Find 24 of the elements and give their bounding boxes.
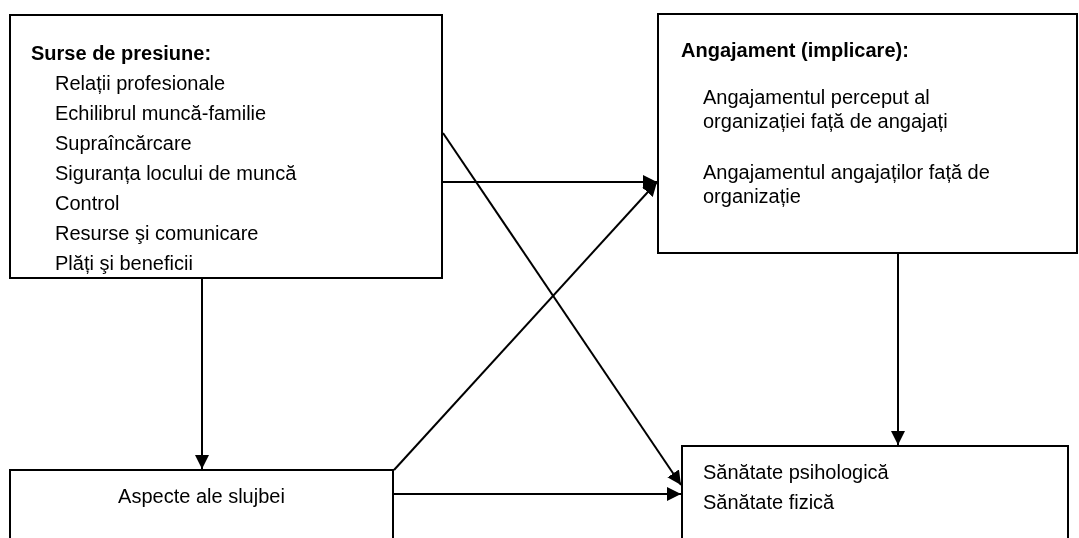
- arrow: [891, 253, 905, 446]
- node-text: Supraîncărcare: [55, 131, 192, 156]
- heading: Angajament (implicare):: [681, 38, 909, 63]
- node-text: Resurse şi comunicare: [55, 221, 259, 246]
- arrow: [393, 487, 682, 501]
- node-text: Angajamentul angajaților față de organizație: [703, 160, 991, 208]
- process-box: [657, 13, 1078, 254]
- process-box: [9, 14, 443, 279]
- arrow: [442, 132, 682, 486]
- heading: Surse de presiune:: [31, 41, 212, 66]
- process-box: [681, 445, 1069, 538]
- arrow: [442, 175, 658, 189]
- process-box: [9, 469, 394, 538]
- arrow: [393, 181, 658, 471]
- node-text: Plăți şi beneficii: [55, 251, 193, 276]
- node-text: Aspecte ale slujbei: [117, 484, 286, 509]
- node-text: Relații profesionale: [55, 71, 226, 96]
- node-text: Control: [55, 191, 120, 216]
- node-text: Echilibrul muncă-familie: [55, 101, 267, 126]
- node-text: Sănătate psihologică: [703, 460, 889, 485]
- node-text: Angajamentul perceput al organizației față de angajați: [703, 85, 949, 133]
- arrow: [195, 278, 209, 470]
- node-text: Sănătate fizică: [703, 490, 835, 515]
- node-text: Siguranța locului de muncă: [55, 161, 297, 186]
